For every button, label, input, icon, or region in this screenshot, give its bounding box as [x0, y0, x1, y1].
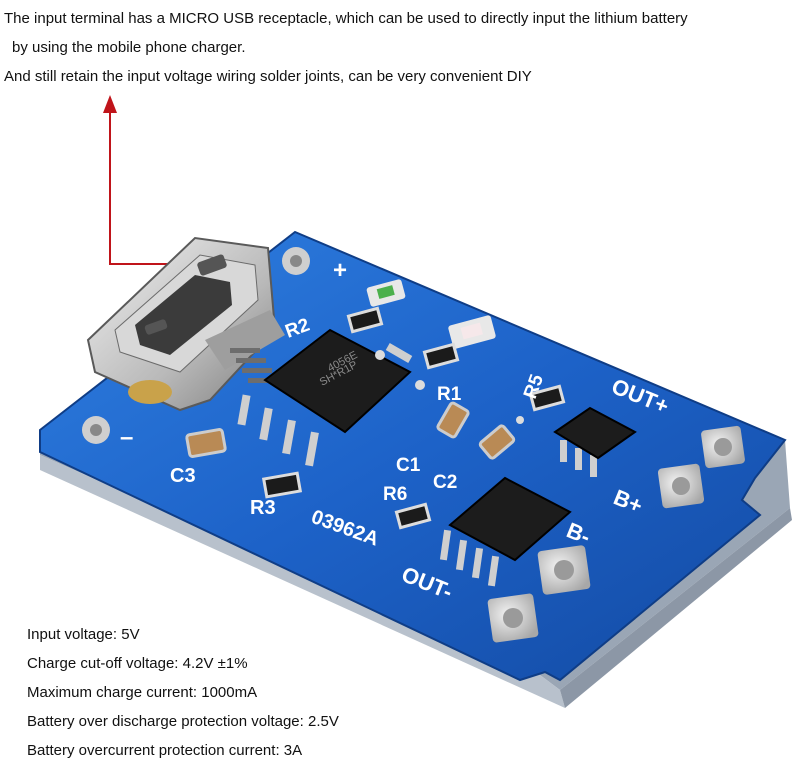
description-line-3: And still retain the input voltage wirin…: [4, 68, 532, 85]
spec-discharge-protection: Battery over discharge protection voltag…: [27, 713, 339, 730]
solder-pads: [82, 247, 745, 643]
label-c3: C3: [170, 465, 196, 487]
label-r3: R3: [250, 497, 276, 519]
label-r1: R1: [437, 384, 462, 405]
passive-components: [185, 306, 566, 530]
mosfet: [553, 406, 637, 477]
spec-charge-current: Maximum charge current: 1000mA: [27, 684, 258, 701]
description-line-2: by using the mobile phone charger.: [12, 39, 246, 56]
spec-overcurrent-protection: Battery overcurrent protection current: …: [27, 742, 303, 759]
description: The input terminal has a MICRO USB recep…: [4, 4, 794, 91]
label-c1: C1: [396, 455, 421, 476]
description-line-1: The input terminal has a MICRO USB recep…: [4, 10, 688, 27]
leds: [366, 279, 496, 349]
label-c2: C2: [433, 472, 457, 493]
micro-usb-receptacle: [86, 236, 285, 412]
label-plus: +: [333, 257, 347, 284]
protection-ic: [439, 476, 572, 587]
spec-cutoff-voltage: Charge cut-off voltage: 4.2V ±1%: [27, 655, 248, 672]
spec-input-voltage: Input voltage: 5V: [27, 626, 140, 643]
input-arrow: [103, 95, 175, 265]
label-r6: R6: [383, 484, 407, 505]
spec-list: Input voltage: 5V Charge cut-off voltage…: [27, 620, 339, 765]
label-minus: –: [120, 424, 133, 451]
charger-ic: 4056E SH*R1P: [237, 328, 413, 467]
